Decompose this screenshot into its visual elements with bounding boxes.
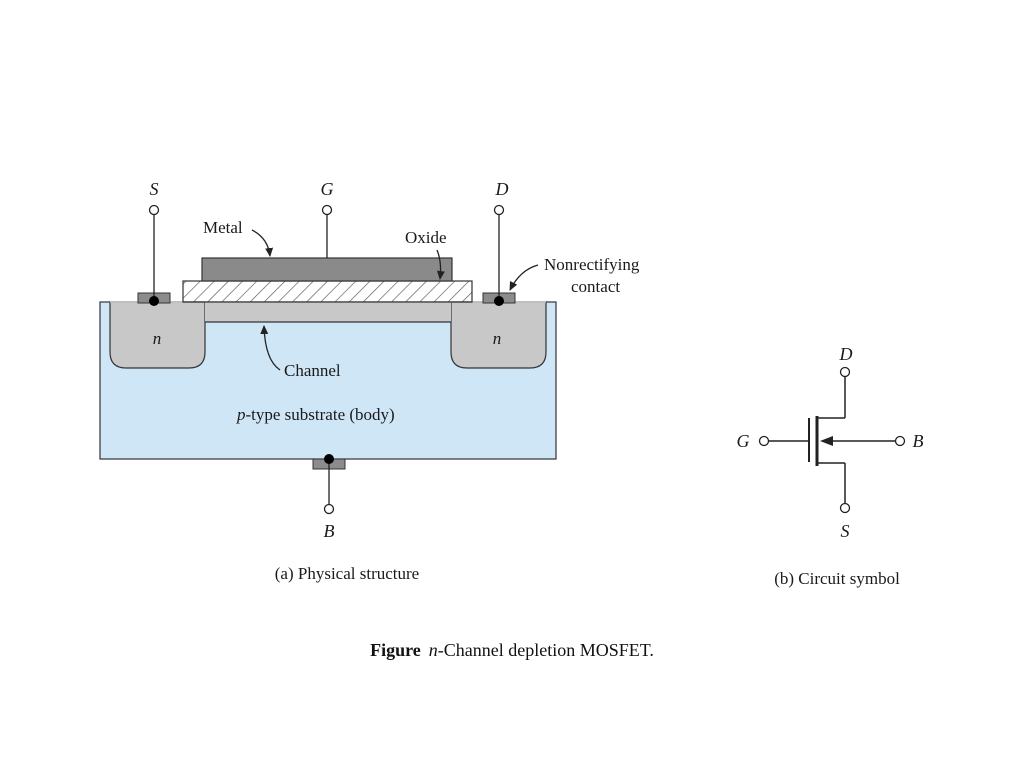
symbol-source-label: S — [841, 521, 850, 541]
oxide-arrow — [436, 249, 445, 280]
drain-terminal — [493, 204, 505, 216]
caption-text: -Channel depletion MOSFET. — [437, 640, 654, 660]
channel-arrow — [260, 325, 281, 371]
gate-terminal — [321, 204, 333, 216]
oxide-label: Oxide — [405, 228, 447, 247]
source-terminal — [148, 204, 160, 216]
body-dot — [324, 454, 334, 464]
circuit-symbol — [768, 376, 895, 504]
nonrectifying-label-line2: contact — [571, 277, 620, 296]
n-region-left — [109, 301, 206, 369]
channel-region — [205, 302, 451, 322]
body-terminal — [323, 503, 335, 515]
symbol-drain-terminal — [839, 366, 851, 378]
n-region-right — [450, 301, 547, 369]
nonrectifying-label-line1: Nonrectifying — [544, 255, 640, 274]
oxide-layer — [182, 280, 473, 303]
body-label: B — [324, 521, 335, 541]
source-dot — [149, 296, 159, 306]
gate-label: G — [321, 179, 334, 199]
symbol-gate-terminal — [758, 435, 770, 447]
symbol-body-terminal — [894, 435, 906, 447]
symbol-source-terminal — [839, 502, 851, 514]
drain-dot — [494, 296, 504, 306]
subcaption-b: (b) Circuit symbol — [774, 569, 900, 588]
n-label-left: n — [153, 329, 162, 348]
nonrectifying-arrow — [509, 264, 539, 291]
symbol-drain-label: D — [839, 344, 853, 364]
channel-label: Channel — [284, 361, 341, 380]
caption-label: Figure — [370, 640, 421, 660]
caption-n: n — [428, 640, 438, 660]
metal-arrow — [251, 229, 274, 257]
metal-gate — [201, 257, 453, 282]
n-label-right: n — [493, 329, 502, 348]
metal-label: Metal — [203, 218, 243, 237]
substrate-label: p-type substrate (body) — [236, 405, 395, 424]
drain-label: D — [495, 179, 509, 199]
symbol-gate-label: G — [737, 431, 750, 451]
source-label: S — [150, 179, 159, 199]
symbol-body-label: B — [913, 431, 924, 451]
subcaption-a: (a) Physical structure — [275, 564, 419, 583]
